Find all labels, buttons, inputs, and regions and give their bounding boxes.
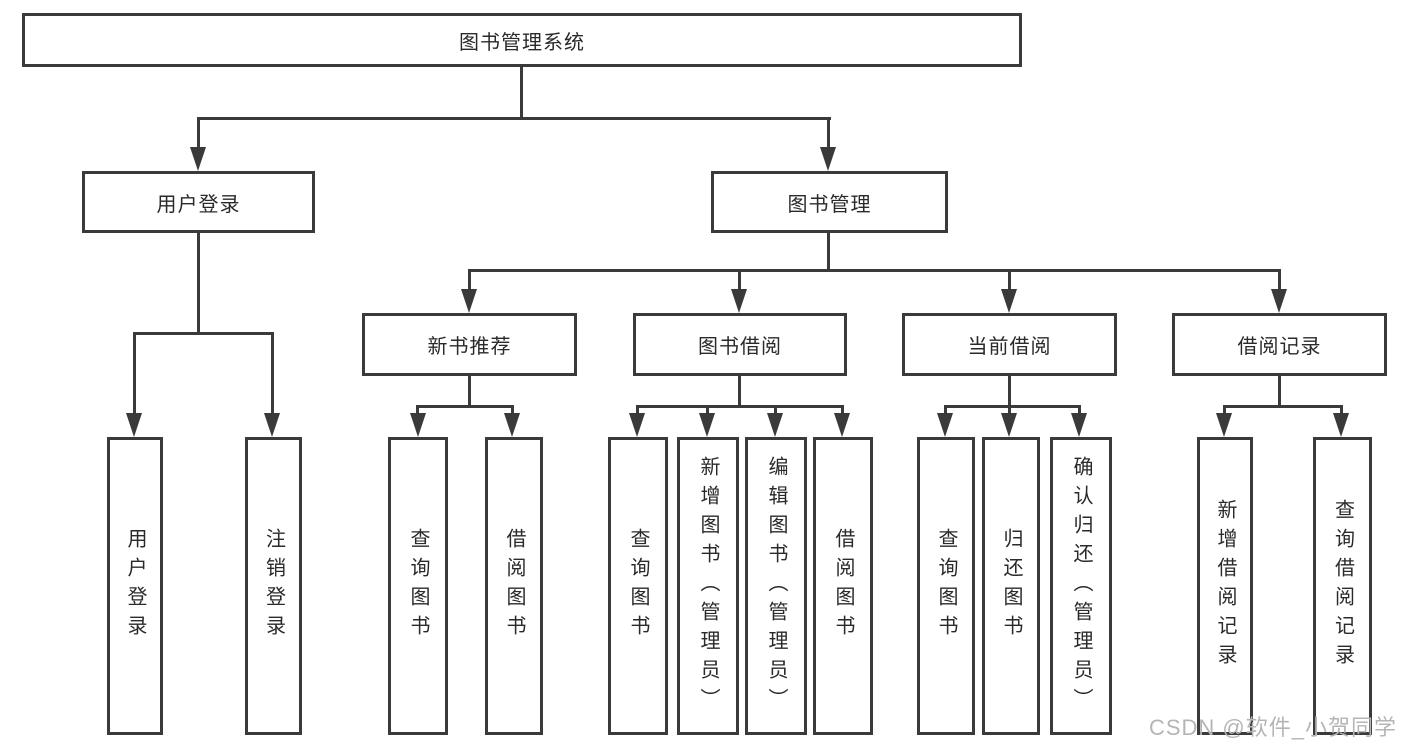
connector-book-borrow-trunk [738,376,741,408]
arrowhead-down-icon [629,413,645,437]
connector-leaf-stem [1078,405,1081,417]
node-leaf-query-books-1-label: 查询图书 [407,528,429,644]
connector-book-mgmt-branch [468,269,1281,272]
node-leaf-query-borrow-record-label: 查询借阅记录 [1331,499,1354,673]
node-user-login: 用户登录 [82,171,315,233]
connector-current-borrow-branch [944,405,1081,408]
node-leaf-return-books: 归还图书 [982,437,1040,735]
connector-book-borrow-branch [636,405,843,408]
node-leaf-confirm-return-admin: 确认归还（管理员） [1050,437,1112,735]
arrowhead-down-icon [937,413,953,437]
node-leaf-query-books-1: 查询图书 [388,437,448,735]
connector-leaf-stem [944,405,947,417]
arrowhead-down-icon [410,413,426,437]
connector-new-book-trunk [468,376,471,408]
arrowhead-down-icon [1271,289,1287,313]
node-leaf-query-books-3: 查询图书 [917,437,975,735]
node-leaf-logout: 注销登录 [245,437,302,735]
connector-leaf-stem [774,405,777,417]
node-new-book-recommend-label: 新书推荐 [427,336,512,358]
node-leaf-edit-books-admin-label: 编辑图书（管理员） [765,455,787,717]
node-leaf-query-borrow-record: 查询借阅记录 [1313,437,1372,735]
connector-current-borrow-trunk [1008,376,1011,408]
node-leaf-borrow-books-1: 借阅图书 [485,437,543,735]
node-leaf-query-books-2-label: 查询图书 [627,528,649,644]
arrowhead-down-icon [834,413,850,437]
node-current-borrowing-label: 当前借阅 [967,336,1052,358]
arrowhead-down-icon [767,413,783,437]
connector-user-login-stem [197,117,200,151]
arrowhead-down-icon [820,147,836,171]
connector-leaf-stem [841,405,844,417]
node-leaf-add-books-admin: 新增图书（管理员） [677,437,739,735]
connector-leaf-stem [636,405,639,417]
watermark: CSDN @软件_小贺同学 [1148,715,1397,740]
connector-login-leaf-stem [133,332,136,415]
node-new-book-recommend: 新书推荐 [362,313,577,376]
connector-leaf-stem [1340,405,1343,417]
connector-new-book-stem [468,269,471,293]
node-leaf-return-books-label: 归还图书 [1000,528,1022,644]
node-leaf-borrow-books-1-label: 借阅图书 [503,528,525,644]
node-leaf-logout-label: 注销登录 [262,528,285,644]
node-current-borrowing: 当前借阅 [902,313,1117,376]
connector-leaf-stem [511,405,514,417]
connector-user-login-trunk [197,233,200,335]
node-leaf-add-books-admin-label: 新增图书（管理员） [697,455,719,717]
node-book-borrowing-label: 图书借阅 [698,336,782,358]
connector-current-borrow-stem [1008,269,1011,293]
connector-leaf-stem [706,405,709,417]
node-leaf-query-books-2: 查询图书 [608,437,668,735]
arrowhead-down-icon [731,289,747,313]
connector-book-mgmt-trunk [827,233,830,272]
connector-borrow-record-branch [1223,405,1343,408]
arrowhead-down-icon [264,413,280,437]
node-leaf-query-books-3-label: 查询图书 [935,528,957,644]
arrowhead-down-icon [1333,413,1349,437]
node-user-login-label: 用户登录 [156,193,241,216]
connector-root-trunk [520,66,523,120]
arrowhead-down-icon [1216,413,1232,437]
node-leaf-add-borrow-record: 新增借阅记录 [1197,437,1253,735]
node-borrow-records: 借阅记录 [1172,313,1387,376]
node-leaf-user-login: 用户登录 [107,437,163,735]
arrowhead-down-icon [126,413,142,437]
connector-borrow-record-trunk [1278,376,1281,408]
connector-book-mgmt-stem [827,117,830,151]
connector-leaf-stem [416,405,419,417]
arrowhead-down-icon [1071,413,1087,437]
connector-root-branch [197,117,831,120]
node-book-borrowing: 图书借阅 [633,313,847,376]
arrowhead-down-icon [699,413,715,437]
node-book-management-label: 图书管理 [787,193,872,216]
arrowhead-down-icon [190,147,206,171]
arrowhead-down-icon [504,413,520,437]
connector-user-login-branch [133,332,274,335]
arrowhead-down-icon [461,289,477,313]
arrowhead-down-icon [1001,413,1017,437]
node-leaf-borrow-books-2-label: 借阅图书 [832,528,854,644]
connector-new-book-branch [416,405,514,408]
node-leaf-user-login-label: 用户登录 [124,528,146,644]
node-root-label: 图书管理系统 [459,31,585,54]
node-root: 图书管理系统 [22,13,1022,67]
connector-book-borrow-stem [738,269,741,293]
arrowhead-down-icon [1001,289,1017,313]
node-leaf-borrow-books-2: 借阅图书 [813,437,873,735]
connector-logout-leaf-stem [271,332,274,415]
node-leaf-confirm-return-admin-label: 确认归还（管理员） [1070,455,1092,717]
node-book-management: 图书管理 [711,171,948,233]
connector-leaf-stem [1008,405,1011,417]
node-leaf-add-borrow-record-label: 新增借阅记录 [1214,499,1236,673]
connector-borrow-record-stem [1278,269,1281,293]
node-borrow-records-label: 借阅记录 [1237,336,1322,358]
node-leaf-edit-books-admin: 编辑图书（管理员） [745,437,807,735]
connector-leaf-stem [1223,405,1226,417]
